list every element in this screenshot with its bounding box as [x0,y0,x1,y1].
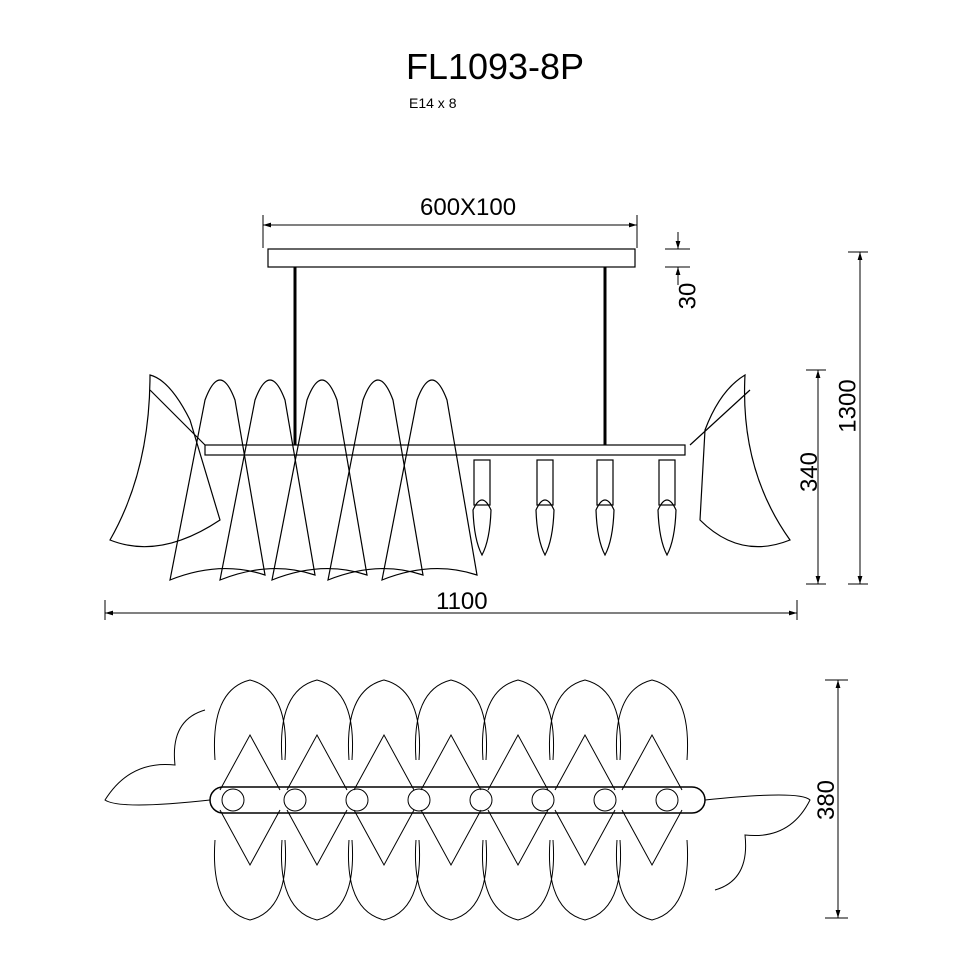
bulb-top [469,788,493,812]
dim-canopy: 600X100 [420,194,517,221]
bulb-spec: E14 x 8 [409,95,457,111]
frame-wire-top [621,733,683,867]
dimension-lines [104,215,868,919]
bulb-top [531,788,555,812]
frame-bar [204,444,686,456]
dim-total-height: 1300 [834,379,862,433]
bulb-top [283,788,307,812]
bulb-socket [596,459,614,506]
dim-width: 1100 [436,588,488,615]
glass-petal [381,379,478,581]
dim-depth: 380 [813,779,841,821]
frame-wire-top [286,733,348,867]
frame-wire-top [487,733,549,867]
bulb-top [221,788,245,812]
glass-petal-top [414,679,488,761]
frame-wire-top [420,733,482,867]
glass-petal-top [704,794,811,891]
bulb-socket [536,459,554,506]
glass-petal-top [347,839,421,921]
bulb [535,499,555,557]
glass-petal-top [548,679,622,761]
canopy [267,248,636,268]
frame-wire-top [219,733,281,867]
bulb-socket [473,459,491,506]
frame-wire-top [554,733,616,867]
front-view [109,248,791,581]
bulb-socket [658,459,676,506]
glass-petal-top [481,679,555,761]
glass-petal [271,379,368,581]
glass-petal [699,373,791,548]
frame-arms [149,389,751,446]
top-view [104,679,811,921]
glass-petal-top [213,679,287,761]
bulb-top [407,788,431,812]
glass-petal-top [548,839,622,921]
bulb-top [593,788,617,812]
glass-petal-top [280,679,354,761]
bulb-top [345,788,369,812]
glass-petal [109,374,221,548]
bulb [595,499,615,557]
bulb [657,499,677,557]
dim-body-height: 340 [796,451,824,493]
glass-petal-top [615,679,689,761]
dim-canopy-height: 30 [674,282,702,310]
glass-petal [219,379,316,581]
glass-petal-top [481,839,555,921]
bulb-top [655,788,679,812]
glass-petal-top [213,839,287,921]
glass-petal-top [104,709,211,806]
product-title: FL1093-8P [405,46,585,87]
glass-petal-top [414,839,488,921]
glass-petal-top [280,839,354,921]
glass-petal [169,379,266,581]
frame-wire-top [353,733,415,867]
glass-petal-top [615,839,689,921]
glass-petal-top [347,679,421,761]
glass-petal [327,379,424,581]
bulb [472,499,492,557]
